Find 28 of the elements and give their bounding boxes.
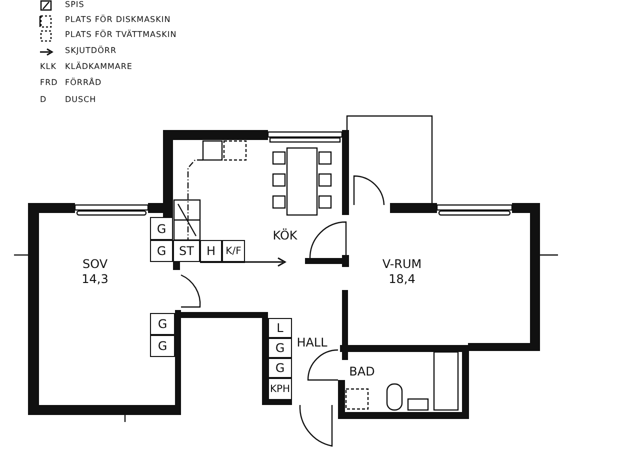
abbreviation-meaning: KLÄDKAMMARE (65, 62, 132, 71)
closet-label: G (150, 240, 173, 262)
legend-text: SKJUTDÖRR (65, 46, 116, 55)
abbreviation: D (40, 95, 47, 104)
closet-label: L (268, 318, 292, 338)
legend-text: PLATS FÖR DISKMASKIN (65, 15, 171, 24)
room-name: SOV (82, 257, 108, 272)
closet-label: G (268, 358, 292, 378)
closet-label: H (200, 240, 222, 262)
room-name: V-RUM (382, 257, 422, 272)
closet-label: K/F (222, 240, 245, 262)
closet-label: ST (173, 240, 200, 262)
closet-label: G (150, 217, 173, 240)
abbreviation: FRD (40, 78, 58, 87)
abbreviation-meaning: DUSCH (65, 95, 96, 104)
room-area: 18,4 (388, 272, 416, 287)
room-name: KÖK (272, 228, 298, 244)
room-name: BAD (349, 364, 375, 380)
room-area: 14,3 (82, 272, 108, 287)
closet-label: G (150, 335, 175, 357)
room-name: HALL (296, 336, 328, 350)
closet-label: G (150, 313, 175, 335)
closet-label: KPH (268, 378, 292, 400)
closet-label: G (268, 338, 292, 358)
legend-text: PLATS FÖR TVÄTTMASKIN (65, 30, 177, 39)
abbreviation-meaning: FÖRRÅD (65, 78, 102, 87)
abbreviation: KLK (40, 62, 56, 71)
legend-text: SPIS (65, 0, 84, 9)
